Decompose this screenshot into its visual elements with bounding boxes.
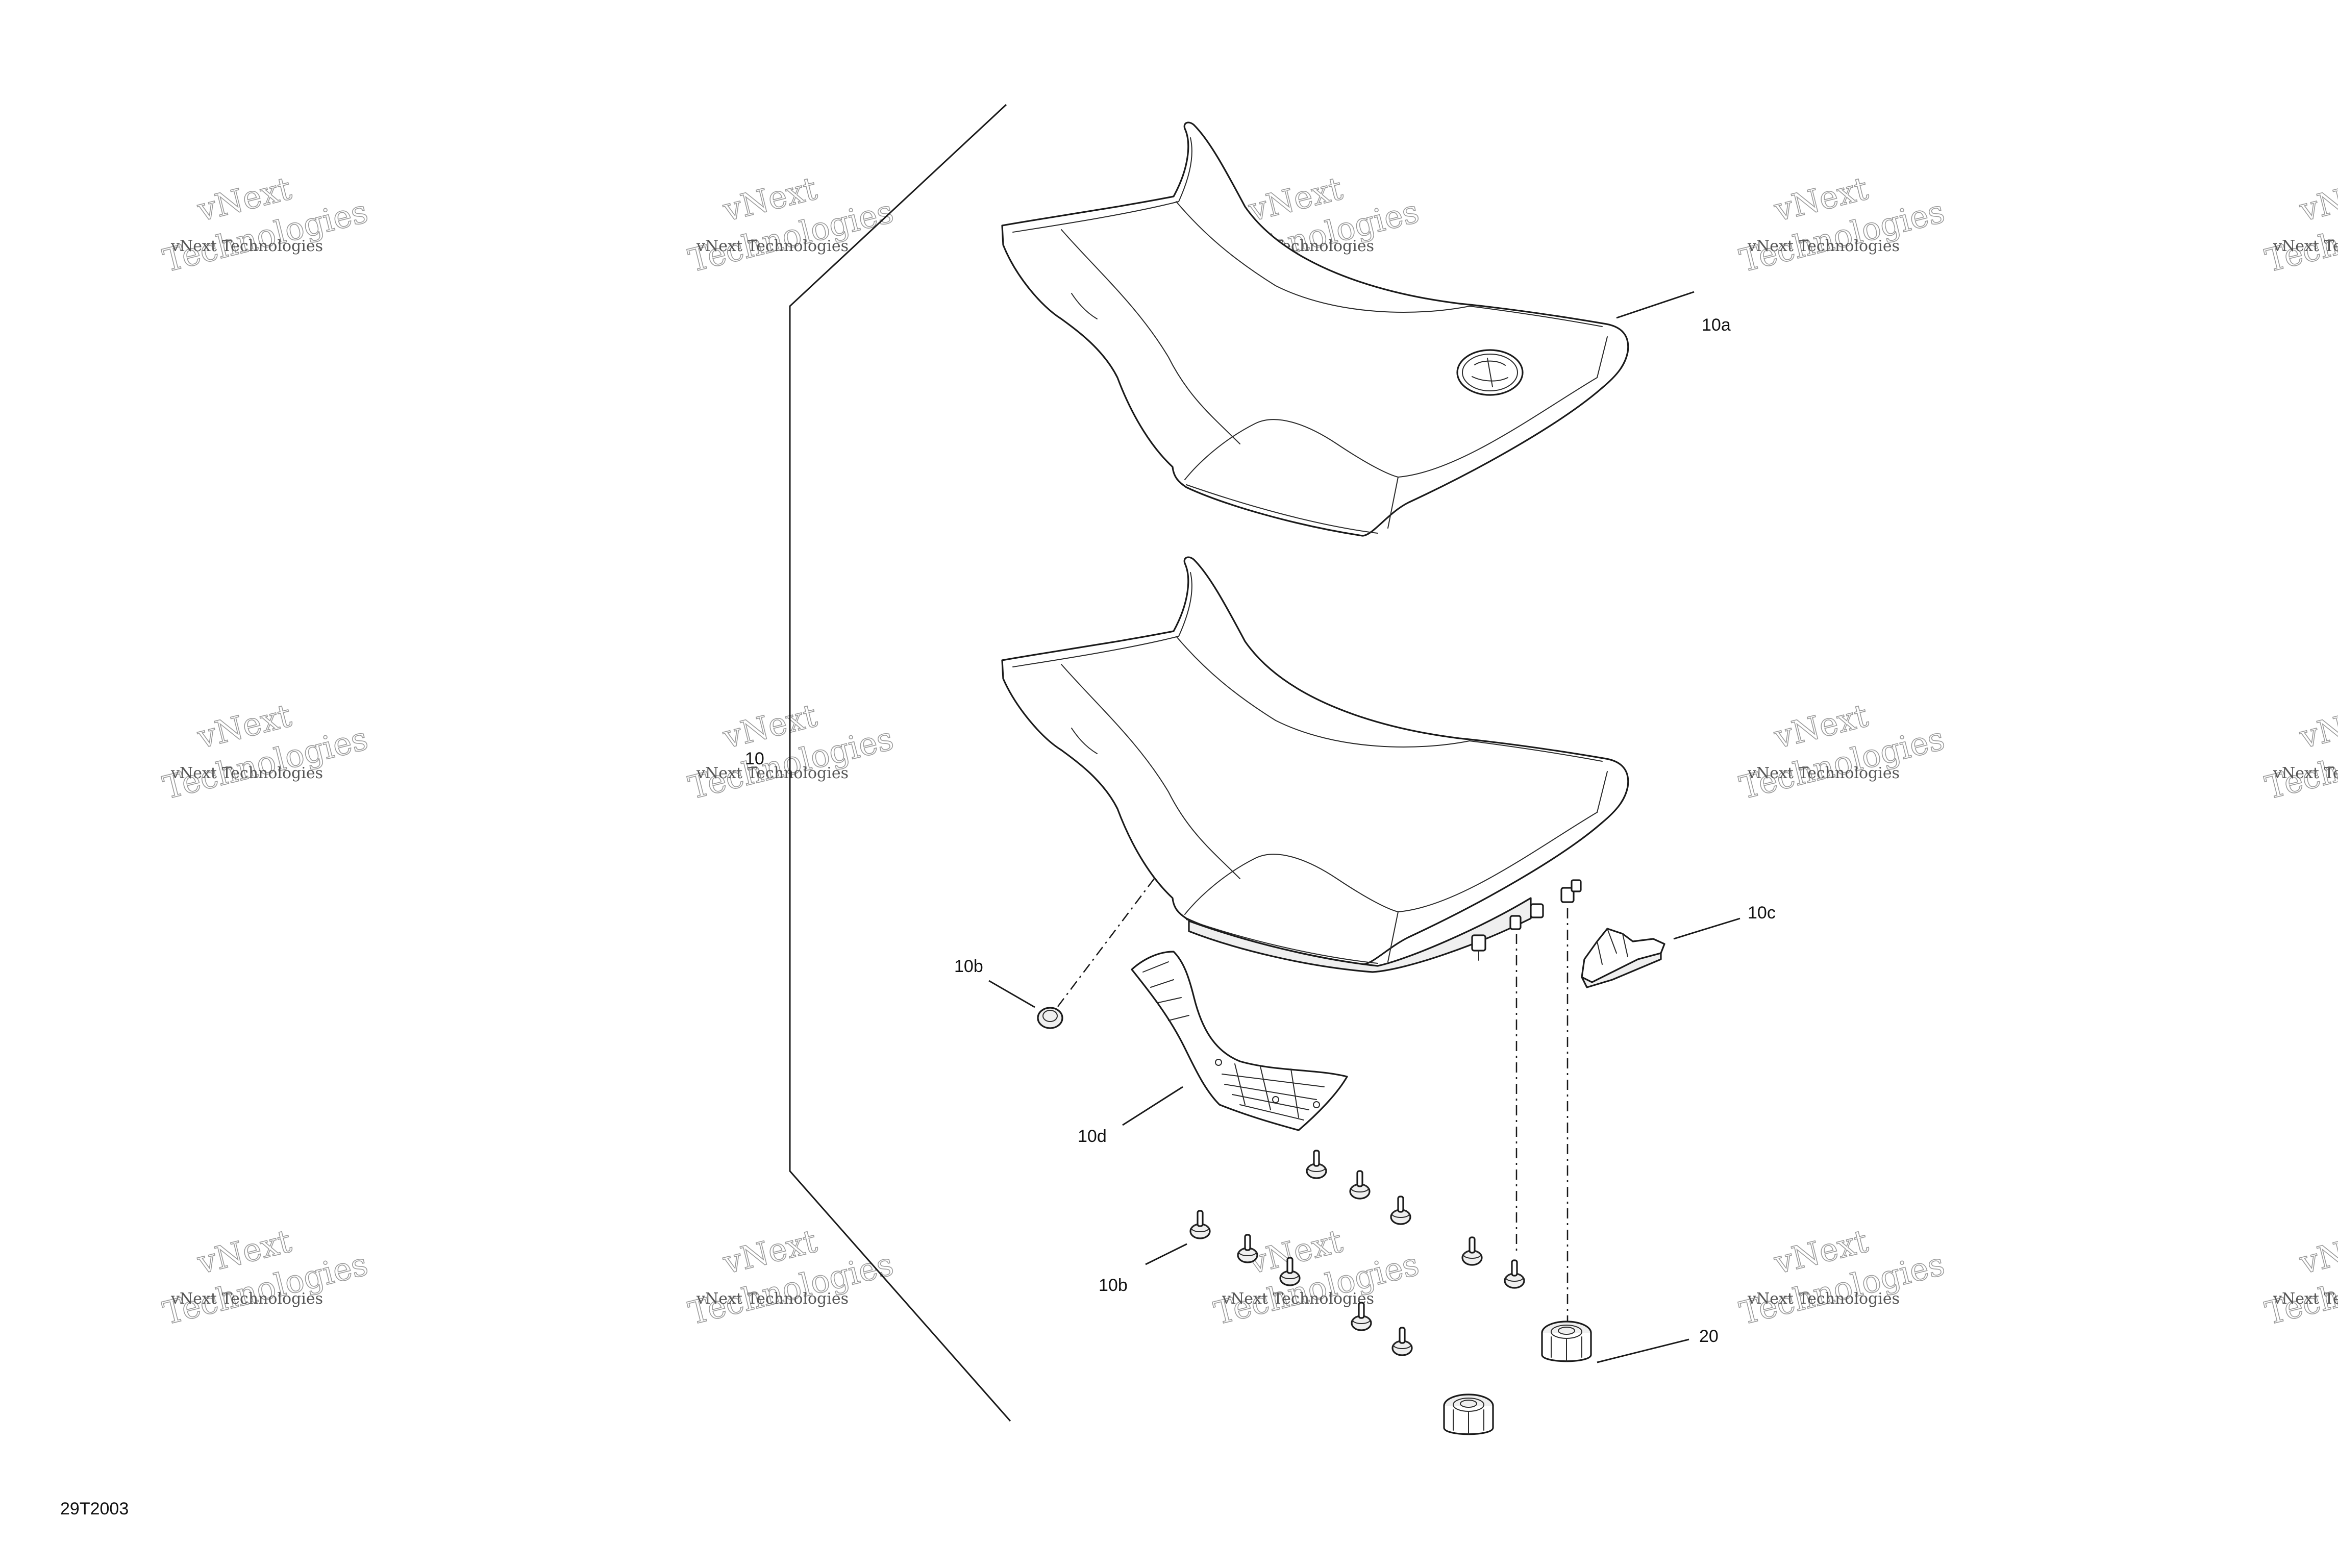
grommet-pin[interactable]: [1391, 1327, 1413, 1356]
watermark-small-line: vNext Technologies: [696, 237, 849, 255]
callout-10c: 10c: [1748, 903, 1776, 923]
watermark-small-line: vNext Technologies: [2273, 764, 2338, 782]
grommet-pin[interactable]: [1279, 1257, 1301, 1286]
leader-10b-bottom: [1145, 1243, 1187, 1265]
grommet-pin[interactable]: [1349, 1170, 1371, 1200]
callout-20: 20: [1699, 1327, 1719, 1346]
seat-assembly-10[interactable]: [1001, 556, 1629, 973]
rubber-bumper-20-left[interactable]: [1443, 1393, 1494, 1435]
assembly-bracket-line: [789, 104, 1011, 1422]
watermark-small-line: vNext Technologies: [2273, 237, 2338, 255]
figure-code: 29T2003: [60, 1499, 129, 1519]
watermark-small-line: vNext Technologies: [696, 1290, 849, 1308]
leader-10d: [1122, 1086, 1183, 1126]
callout-10d: 10d: [1078, 1127, 1107, 1146]
watermark-small-line: vNext Technologies: [1222, 1290, 1374, 1308]
watermark-small-line: vNext Technologies: [170, 1290, 323, 1308]
latch-bracket-10c[interactable]: [1581, 928, 1665, 988]
callout-10b-top: 10b: [954, 957, 983, 976]
grommet-pin[interactable]: [1390, 1196, 1411, 1225]
leader-10b-top: [988, 980, 1035, 1008]
rubber-bumper-20-right[interactable]: [1541, 1321, 1592, 1362]
watermark-small-line: vNext Technologies: [170, 237, 323, 255]
grommet-pin[interactable]: [1504, 1259, 1525, 1289]
watermark-big-line-1: vNext: [2296, 169, 2338, 229]
watermark-small-line: vNext Technologies: [2273, 1290, 2338, 1308]
watermark-small-line: vNext Technologies: [1747, 764, 1900, 782]
watermark-small-line: vNext Technologies: [1747, 237, 1900, 255]
grommet-10b-single[interactable]: [1037, 1007, 1063, 1029]
seat-cover-10a[interactable]: [1001, 121, 1629, 537]
callout-10: 10: [745, 749, 764, 768]
grommet-pin[interactable]: [1461, 1236, 1483, 1266]
watermark-small-line: vNext Technologies: [1747, 1290, 1900, 1308]
watermark-big-line-1: vNext: [2296, 1222, 2338, 1281]
grommet-pin[interactable]: [1237, 1234, 1258, 1263]
grommet-pin[interactable]: [1306, 1150, 1327, 1179]
leader-10c: [1673, 917, 1740, 940]
watermark-small-line: vNext Technologies: [696, 764, 849, 782]
grommet-pins-10b[interactable]: [1189, 1150, 1525, 1356]
callout-10b-bottom: 10b: [1099, 1276, 1128, 1295]
grommet-pin[interactable]: [1189, 1210, 1211, 1239]
callout-10a: 10a: [1702, 315, 1731, 335]
watermark-big-line-1: vNext: [2296, 696, 2338, 756]
leader-20: [1597, 1338, 1689, 1363]
grommet-pin[interactable]: [1351, 1302, 1372, 1331]
guide-line-grommet: [1050, 878, 1155, 1016]
foam-plate-10d[interactable]: [1131, 951, 1348, 1131]
leader-10a: [1616, 291, 1695, 319]
watermark-small-line: vNext Technologies: [170, 764, 323, 782]
